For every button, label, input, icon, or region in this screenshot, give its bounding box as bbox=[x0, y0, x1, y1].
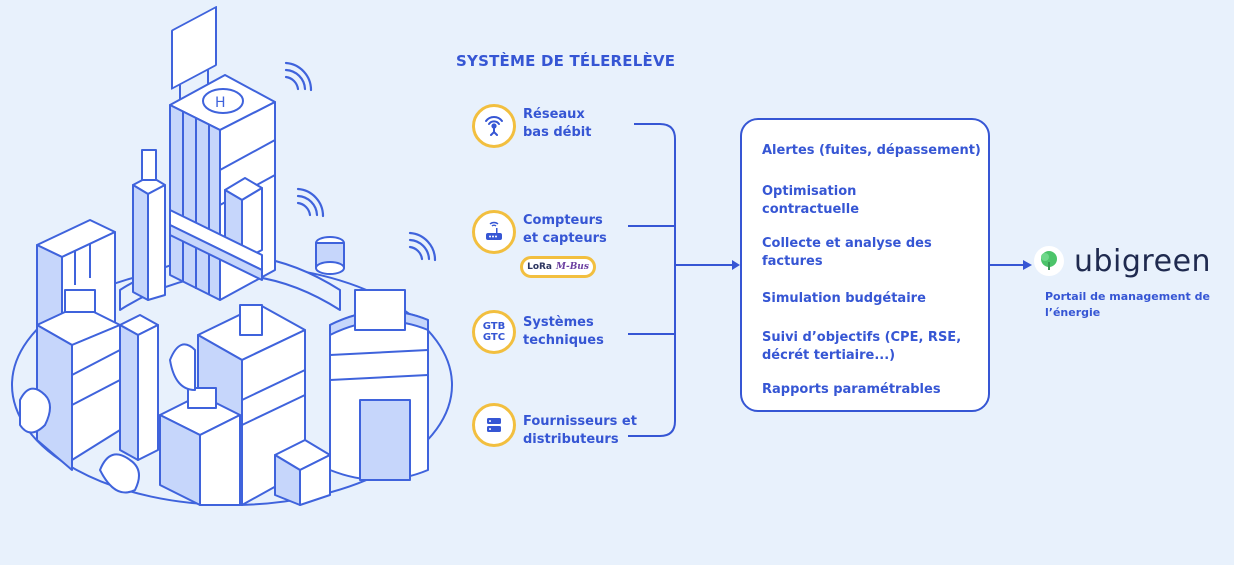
router-icon bbox=[472, 210, 516, 254]
label-line: bas débit bbox=[523, 125, 592, 140]
icon-text: GTB bbox=[482, 321, 506, 332]
feature-line: Collecte et analyse des bbox=[762, 236, 932, 251]
ubigreen-logo bbox=[1034, 246, 1064, 276]
source-label-technical: Systèmes techniques bbox=[523, 314, 604, 350]
label-line: Compteurs bbox=[523, 213, 603, 228]
mbus-logo: M-Bus bbox=[556, 262, 589, 272]
feature-item: Alertes (fuites, dépassement) bbox=[762, 142, 982, 160]
brand-subtitle: Portail de management de l’énergie bbox=[1045, 289, 1225, 321]
label-line: Systèmes bbox=[523, 315, 594, 330]
feature-line: Rapports paramétrables bbox=[762, 382, 941, 397]
subtitle-line: Portail de management de bbox=[1045, 290, 1210, 303]
smart-city-illustration: H bbox=[11, 6, 453, 506]
feature-line: Alertes (fuites, dépassement) bbox=[762, 143, 981, 158]
feature-line: Optimisation bbox=[762, 184, 857, 199]
source-label-networks: Réseaux bas débit bbox=[523, 106, 591, 142]
feature-line: décrét tertiaire...) bbox=[762, 348, 896, 363]
svg-text:H: H bbox=[215, 95, 226, 111]
gtb-gtc-icon: GTB GTC bbox=[472, 310, 516, 354]
connector-networks bbox=[628, 123, 676, 437]
antenna-icon bbox=[472, 104, 516, 148]
protocol-badge: LoRa M-Bus bbox=[520, 256, 596, 278]
diagram-title: SYSTÈME DE TÉLERELÈVE bbox=[456, 52, 676, 70]
feature-item: Simulation budgétaire bbox=[762, 290, 982, 308]
features-panel: Alertes (fuites, dépassement) Optimisati… bbox=[740, 118, 990, 412]
source-label-meters: Compteurs et capteurs bbox=[523, 212, 607, 248]
icon-text: GTC bbox=[482, 332, 506, 343]
feature-line: Suivi d’objectifs (CPE, RSE, bbox=[762, 330, 962, 345]
connector-to-brand bbox=[990, 260, 1032, 270]
feature-item: Suivi d’objectifs (CPE, RSE, décrét tert… bbox=[762, 329, 982, 365]
feature-line: factures bbox=[762, 254, 823, 269]
arrow-head bbox=[732, 260, 740, 270]
label-line: et capteurs bbox=[523, 231, 607, 246]
tree-icon bbox=[1041, 251, 1057, 270]
label-line: techniques bbox=[523, 333, 604, 348]
label-line: distributeurs bbox=[523, 432, 619, 447]
feature-item: Rapports paramétrables bbox=[762, 381, 982, 399]
label-line: Fournisseurs et bbox=[523, 414, 637, 429]
brand-name: ubigreen bbox=[1074, 244, 1212, 279]
feature-line: contractuelle bbox=[762, 202, 860, 217]
feature-item: Collecte et analyse des factures bbox=[762, 235, 982, 271]
label-line: Réseaux bbox=[523, 107, 585, 122]
subtitle-line: l’énergie bbox=[1045, 306, 1101, 319]
connector-lines bbox=[628, 123, 740, 437]
server-icon bbox=[472, 403, 516, 447]
lora-logo: LoRa bbox=[527, 262, 552, 272]
source-label-suppliers: Fournisseurs et distributeurs bbox=[523, 413, 637, 449]
arrow-head bbox=[1023, 260, 1032, 270]
feature-line: Simulation budgétaire bbox=[762, 291, 926, 306]
feature-item: Optimisation contractuelle bbox=[762, 183, 982, 219]
